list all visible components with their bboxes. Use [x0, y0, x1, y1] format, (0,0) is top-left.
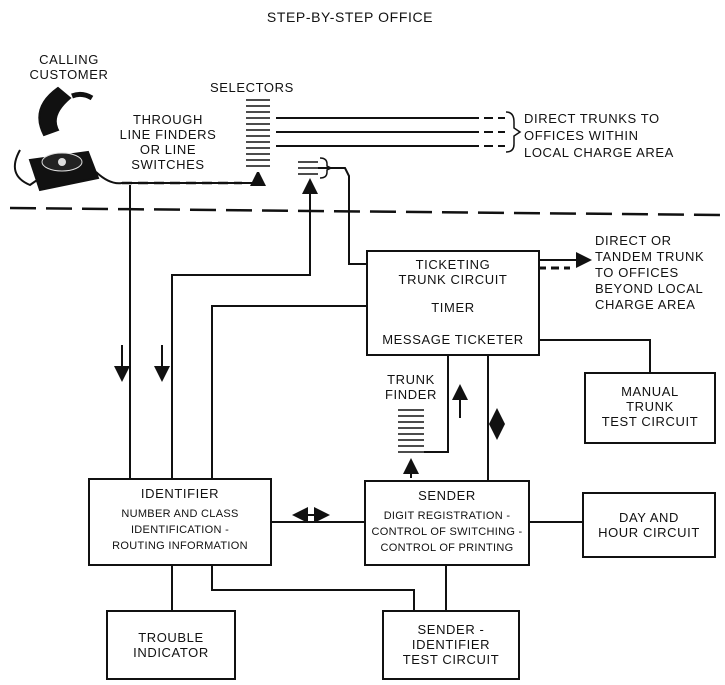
manual-trunk-test-box: MANUAL TRUNK TEST CIRCUIT — [584, 372, 716, 444]
sender-title: SENDER — [418, 488, 476, 503]
trunk-finder-bank — [398, 409, 424, 453]
timer-label: TIMER — [431, 300, 475, 315]
sender-box: SENDER DIGIT REGISTRATION - CONTROL OF S… — [364, 480, 530, 566]
trunk-finder-label: TRUNK FINDER — [385, 372, 437, 402]
day-hour-circuit-label: DAY AND HOUR CIRCUIT — [598, 510, 700, 540]
selectors-label: SELECTORS — [210, 80, 294, 95]
day-hour-circuit-box: DAY AND HOUR CIRCUIT — [582, 492, 716, 558]
manual-trunk-test-label: MANUAL TRUNK TEST CIRCUIT — [601, 384, 699, 429]
trouble-indicator-box: TROUBLE INDICATOR — [106, 610, 236, 680]
line-finders-label: THROUGH LINE FINDERS OR LINE SWITCHES — [119, 112, 217, 172]
sender-identifier-test-label: SENDER - IDENTIFIER TEST CIRCUIT — [402, 622, 500, 667]
identifier-details: NUMBER AND CLASS IDENTIFICATION - ROUTIN… — [112, 508, 248, 552]
ticketing-trunk-circuit-box: TICKETING TRUNK CIRCUIT TIMER MESSAGE TI… — [366, 250, 540, 356]
ticketing-trunk-circuit-label: TICKETING TRUNK CIRCUIT — [398, 257, 508, 287]
calling-customer-label: CALLING CUSTOMER — [29, 52, 109, 82]
identifier-title: IDENTIFIER — [140, 486, 220, 501]
direct-trunks-local-label: DIRECT TRUNKS TO OFFICES WITHIN LOCAL CH… — [524, 111, 674, 160]
direct-tandem-trunk-label: DIRECT OR TANDEM TRUNK TO OFFICES BEYOND… — [595, 233, 705, 312]
phone-cord — [95, 171, 242, 185]
sender-details: DIGIT REGISTRATION - CONTROL OF SWITCHIN… — [371, 510, 523, 554]
message-ticketer-label: MESSAGE TICKETER — [382, 332, 524, 347]
identifier-box: IDENTIFIER NUMBER AND CLASS IDENTIFICATI… — [88, 478, 272, 566]
telephone-icon — [13, 86, 100, 192]
trunk-switch — [298, 161, 318, 175]
selector-bank — [244, 95, 270, 172]
trouble-indicator-label: TROUBLE INDICATOR — [133, 630, 209, 660]
page-title: STEP-BY-STEP OFFICE — [266, 9, 434, 25]
sender-identifier-test-box: SENDER - IDENTIFIER TEST CIRCUIT — [382, 610, 520, 680]
